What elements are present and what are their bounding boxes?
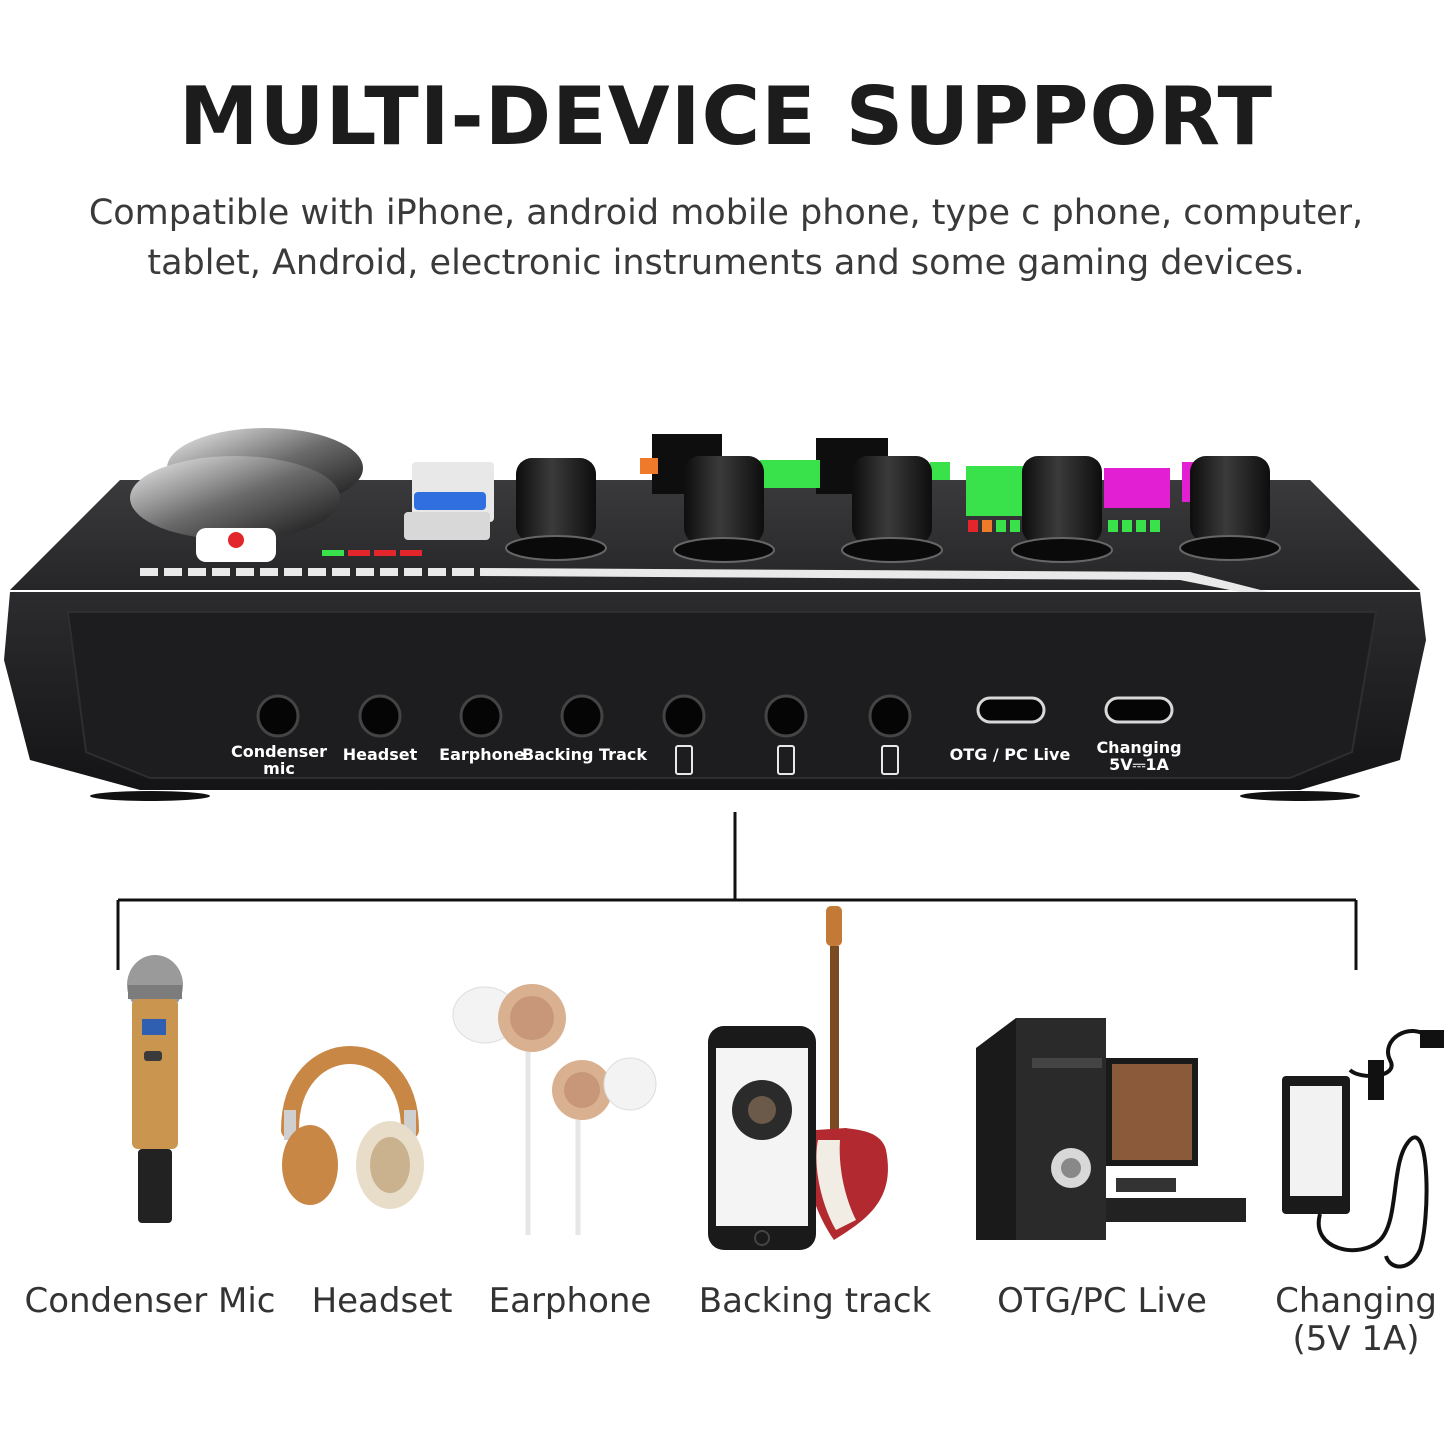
fx-panel-2 [404, 512, 490, 540]
device-label-charging: Changing (5V 1A) [1275, 1281, 1437, 1359]
headphones-icon [281, 1046, 424, 1209]
earphones-icon [452, 984, 657, 1235]
audio-jacks [256, 694, 912, 738]
knob-row [505, 456, 1281, 563]
device-label-condenser-mic: Condenser Mic [24, 1281, 276, 1321]
device-label-otg-pc-live: OTG/PC Live [997, 1281, 1207, 1321]
power-icon [228, 532, 244, 548]
magenta-screen [1104, 468, 1170, 508]
port-label-backing-track: Backing Track [522, 745, 647, 764]
port-label-earphone: Earphone [439, 745, 525, 764]
usb-c-ports [976, 696, 1174, 724]
green-button-1 [930, 462, 950, 480]
device-front-inset [66, 611, 1378, 779]
level-meter [322, 520, 1160, 556]
port-label-charging: Changing 5V⎓1A [1096, 738, 1182, 774]
green-led-panel [760, 460, 820, 488]
page-subtitle: Compatible with iPhone, android mobile p… [88, 193, 1364, 283]
page-title: MULTI-DEVICE SUPPORT [178, 70, 1274, 163]
microphone-icon [127, 955, 183, 1223]
device-label-headset: Headset [311, 1281, 453, 1321]
fx-panel-blue [414, 492, 486, 510]
port-label-headset: Headset [342, 745, 418, 764]
phone-icons [675, 745, 899, 775]
sound-card-device [4, 428, 1426, 801]
orange-button [640, 458, 658, 474]
big-knob-front [130, 456, 340, 540]
desktop-computer-icon [976, 1018, 1246, 1240]
phone-and-guitar-icon [708, 906, 888, 1250]
port-label-otg-pc-live: OTG / PC Live [949, 745, 1071, 764]
device-label-backing-track: Backing track [698, 1281, 932, 1321]
port-label-condenser-mic: Condenser mic [230, 742, 328, 778]
power-adapter-icon [1282, 1029, 1444, 1269]
front-light-strip [140, 568, 1300, 602]
device-label-earphone: Earphone [488, 1281, 652, 1321]
